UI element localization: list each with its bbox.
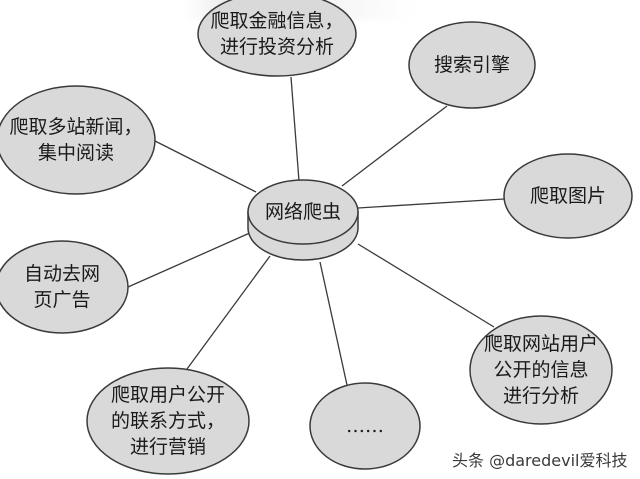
node-label-line: 爬取网站用户: [483, 333, 598, 355]
edge-contacts: [186, 255, 271, 370]
node-ellipse-news: [0, 85, 156, 195]
node-label-line: 公开的信息: [493, 359, 589, 381]
node-label-search: 搜索引擎: [409, 22, 535, 108]
node-label-line: 搜索引擎: [433, 54, 510, 76]
edge-images: [357, 198, 505, 209]
node-label-line: 爬取多站新闻，: [9, 116, 143, 138]
node-label-ads: 自动去网页广告: [0, 241, 128, 333]
node-ellipse-search: [408, 21, 536, 109]
node-ellipse-more: [309, 382, 421, 470]
center-node-label: 网络爬虫: [264, 201, 341, 223]
node-label-finance: 爬取金融信息， 进行投资分析: [198, 0, 356, 76]
edge-more: [319, 261, 348, 386]
node-label-contacts: 爬取用户公开的联系方式， 进行营销: [87, 368, 249, 474]
cylinder-top: [247, 179, 359, 245]
node-label-line: 自动去网: [23, 263, 100, 285]
source-credit: 头条 @daredevil爱科技: [452, 451, 628, 470]
edge-search: [341, 105, 448, 187]
node-ellipse-public-info: [469, 315, 613, 425]
center-node-cylinder: [247, 179, 359, 261]
node-ellipse-contacts: [86, 367, 250, 475]
edge-finance: [290, 76, 300, 182]
node-label-line: 爬取金融信息，: [210, 10, 344, 32]
node-label-line: 爬取图片: [529, 185, 606, 207]
node-label-news: 爬取多站新闻， 集中阅读: [0, 86, 155, 194]
node-label-line: ……: [346, 415, 384, 437]
edge-news: [154, 140, 257, 193]
node-label-line: 的联系方式，: [110, 410, 225, 432]
edge-public-info: [357, 243, 495, 328]
node-ellipse-ads: [0, 240, 129, 334]
node-label-line: 进行投资分析: [219, 36, 334, 58]
node-label-line: 页广告: [33, 289, 91, 311]
node-ellipse-images: [503, 153, 633, 239]
node-label-line: 爬取用户公开: [110, 384, 225, 406]
node-label-line: 进行营销: [129, 436, 206, 458]
node-label-more: ……: [310, 383, 420, 469]
node-label-public-info: 爬取网站用户公开的信息进行分析: [470, 316, 612, 424]
edge-ads: [127, 231, 253, 288]
node-ellipse-finance: [197, 0, 357, 77]
node-label-images: 爬取图片: [504, 154, 632, 238]
node-label-line: 进行分析: [502, 385, 579, 407]
node-label-line: 集中阅读: [37, 142, 114, 164]
edges: [127, 76, 505, 386]
